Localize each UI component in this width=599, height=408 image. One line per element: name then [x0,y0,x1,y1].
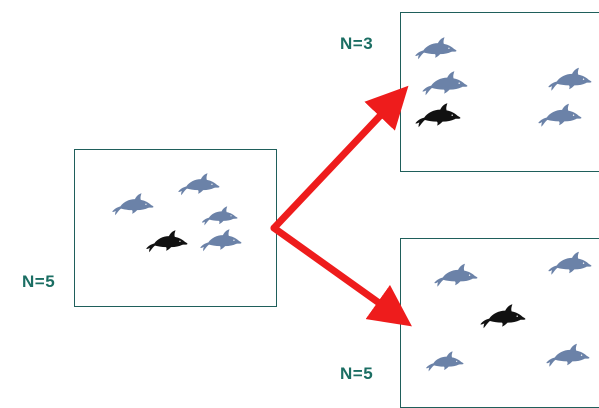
population-diagram: N=5 N=3 N=5 [22,12,599,408]
dolphin-icon [146,230,188,253]
dolphin-icon [426,351,464,372]
dolphin-icon [480,304,526,329]
dolphin-icon [112,193,154,216]
dolphin-icon [548,67,592,91]
dolphin-icon [178,173,220,196]
bottom-count-label: N=5 [340,364,374,383]
dolphin-icon [548,251,592,275]
dolphin-icon [546,343,590,367]
source-count-label: N=5 [22,272,56,291]
top-dolphins [415,37,592,128]
arrow-icon [270,85,412,327]
source-population-box [74,149,277,307]
dolphin-icon [200,229,242,252]
top-count-label: N=3 [340,34,374,53]
dolphin-icon [201,206,238,226]
source-dolphins [112,173,242,253]
bottom-dolphins [426,251,592,372]
dolphin-icon [415,37,457,60]
top-population-box [400,12,599,172]
diagram-graphics [112,37,592,372]
dolphin-icon [434,263,478,287]
dolphin-icon [422,71,468,96]
dolphin-icon [538,103,582,127]
dolphin-icon [415,103,461,128]
